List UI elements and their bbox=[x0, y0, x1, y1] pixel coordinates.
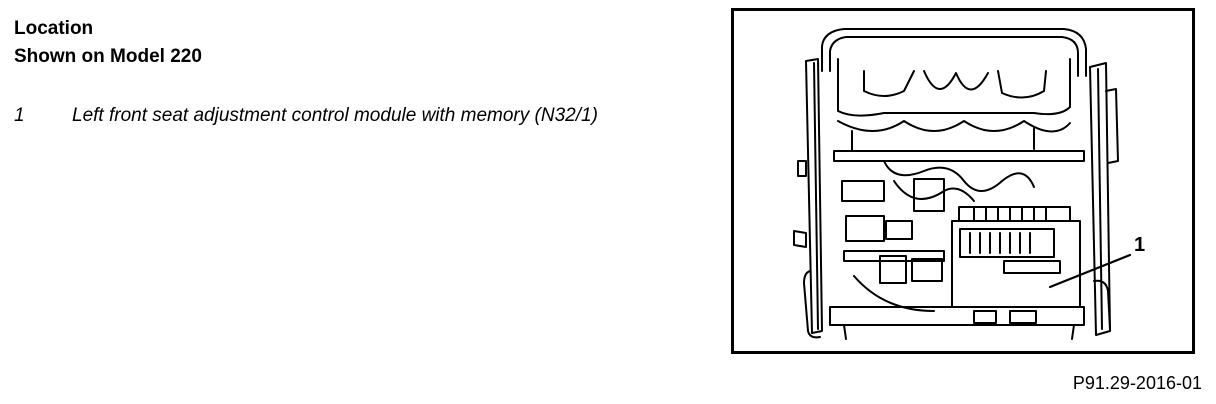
seat-illustration-frame: 1 bbox=[731, 8, 1195, 354]
legend-item-text: Left front seat adjustment control modul… bbox=[72, 105, 598, 126]
figure-id: P91.29-2016-01 bbox=[1072, 373, 1202, 393]
section-title: Location bbox=[14, 18, 94, 39]
legend-item-number: 1 bbox=[14, 105, 25, 126]
figure-callout: 1 bbox=[1134, 234, 1145, 256]
seat-frame-illustration: 1 bbox=[793, 28, 1145, 340]
section-subtitle: Shown on Model 220 bbox=[14, 46, 202, 67]
